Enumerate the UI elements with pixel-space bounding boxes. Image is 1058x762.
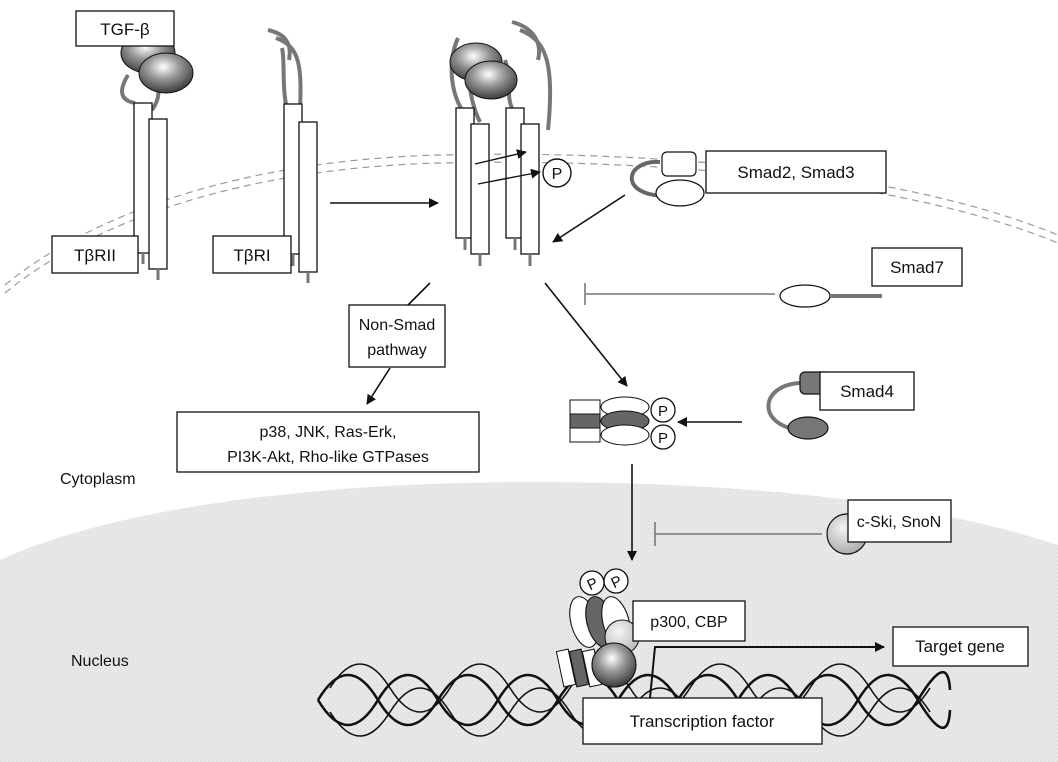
- kinases-label-line2: PI3K-Akt, Rho-like GTPases: [227, 449, 429, 466]
- smad4-label: Smad4: [840, 382, 894, 401]
- coactivator-label: p300, CBP: [650, 614, 727, 631]
- kinases-label-line1: p38, JNK, Ras-Erk,: [260, 424, 397, 441]
- smad7-label: Smad7: [890, 258, 944, 277]
- cytoplasm-label: Cytoplasm: [60, 471, 136, 488]
- non-smad-label-line2: pathway: [367, 342, 427, 359]
- type2-receptor-label: TβRII: [74, 246, 116, 265]
- target-gene-label: Target gene: [915, 637, 1005, 656]
- type1-receptor-label: TβRI: [233, 246, 270, 265]
- smad-activation-arrow: [545, 283, 627, 386]
- ski-label: c-Ski, SnoN: [857, 514, 941, 531]
- smad23-protein: [632, 152, 704, 206]
- non-smad-connector: [408, 283, 430, 305]
- non-smad-arrow: [367, 368, 390, 404]
- receptor-complex: [450, 22, 550, 266]
- non-smad-label-line1: Non-Smad: [359, 317, 435, 334]
- smad-complex-cytoplasm: [570, 397, 649, 445]
- smad23-recruitment-arrow: [553, 195, 625, 242]
- transcription-factor-label: Transcription factor: [630, 712, 775, 731]
- nucleus-label: Nucleus: [71, 653, 129, 670]
- receptor-phospho-label: P: [552, 166, 563, 183]
- smad7-protein: [780, 285, 882, 307]
- smad-complex-phospho-bottom-label: P: [658, 430, 668, 447]
- smad23-label: Smad2, Smad3: [737, 163, 854, 182]
- smad-complex-phospho-top-label: P: [658, 403, 668, 420]
- tgf-beta-label: TGF-β: [100, 20, 150, 39]
